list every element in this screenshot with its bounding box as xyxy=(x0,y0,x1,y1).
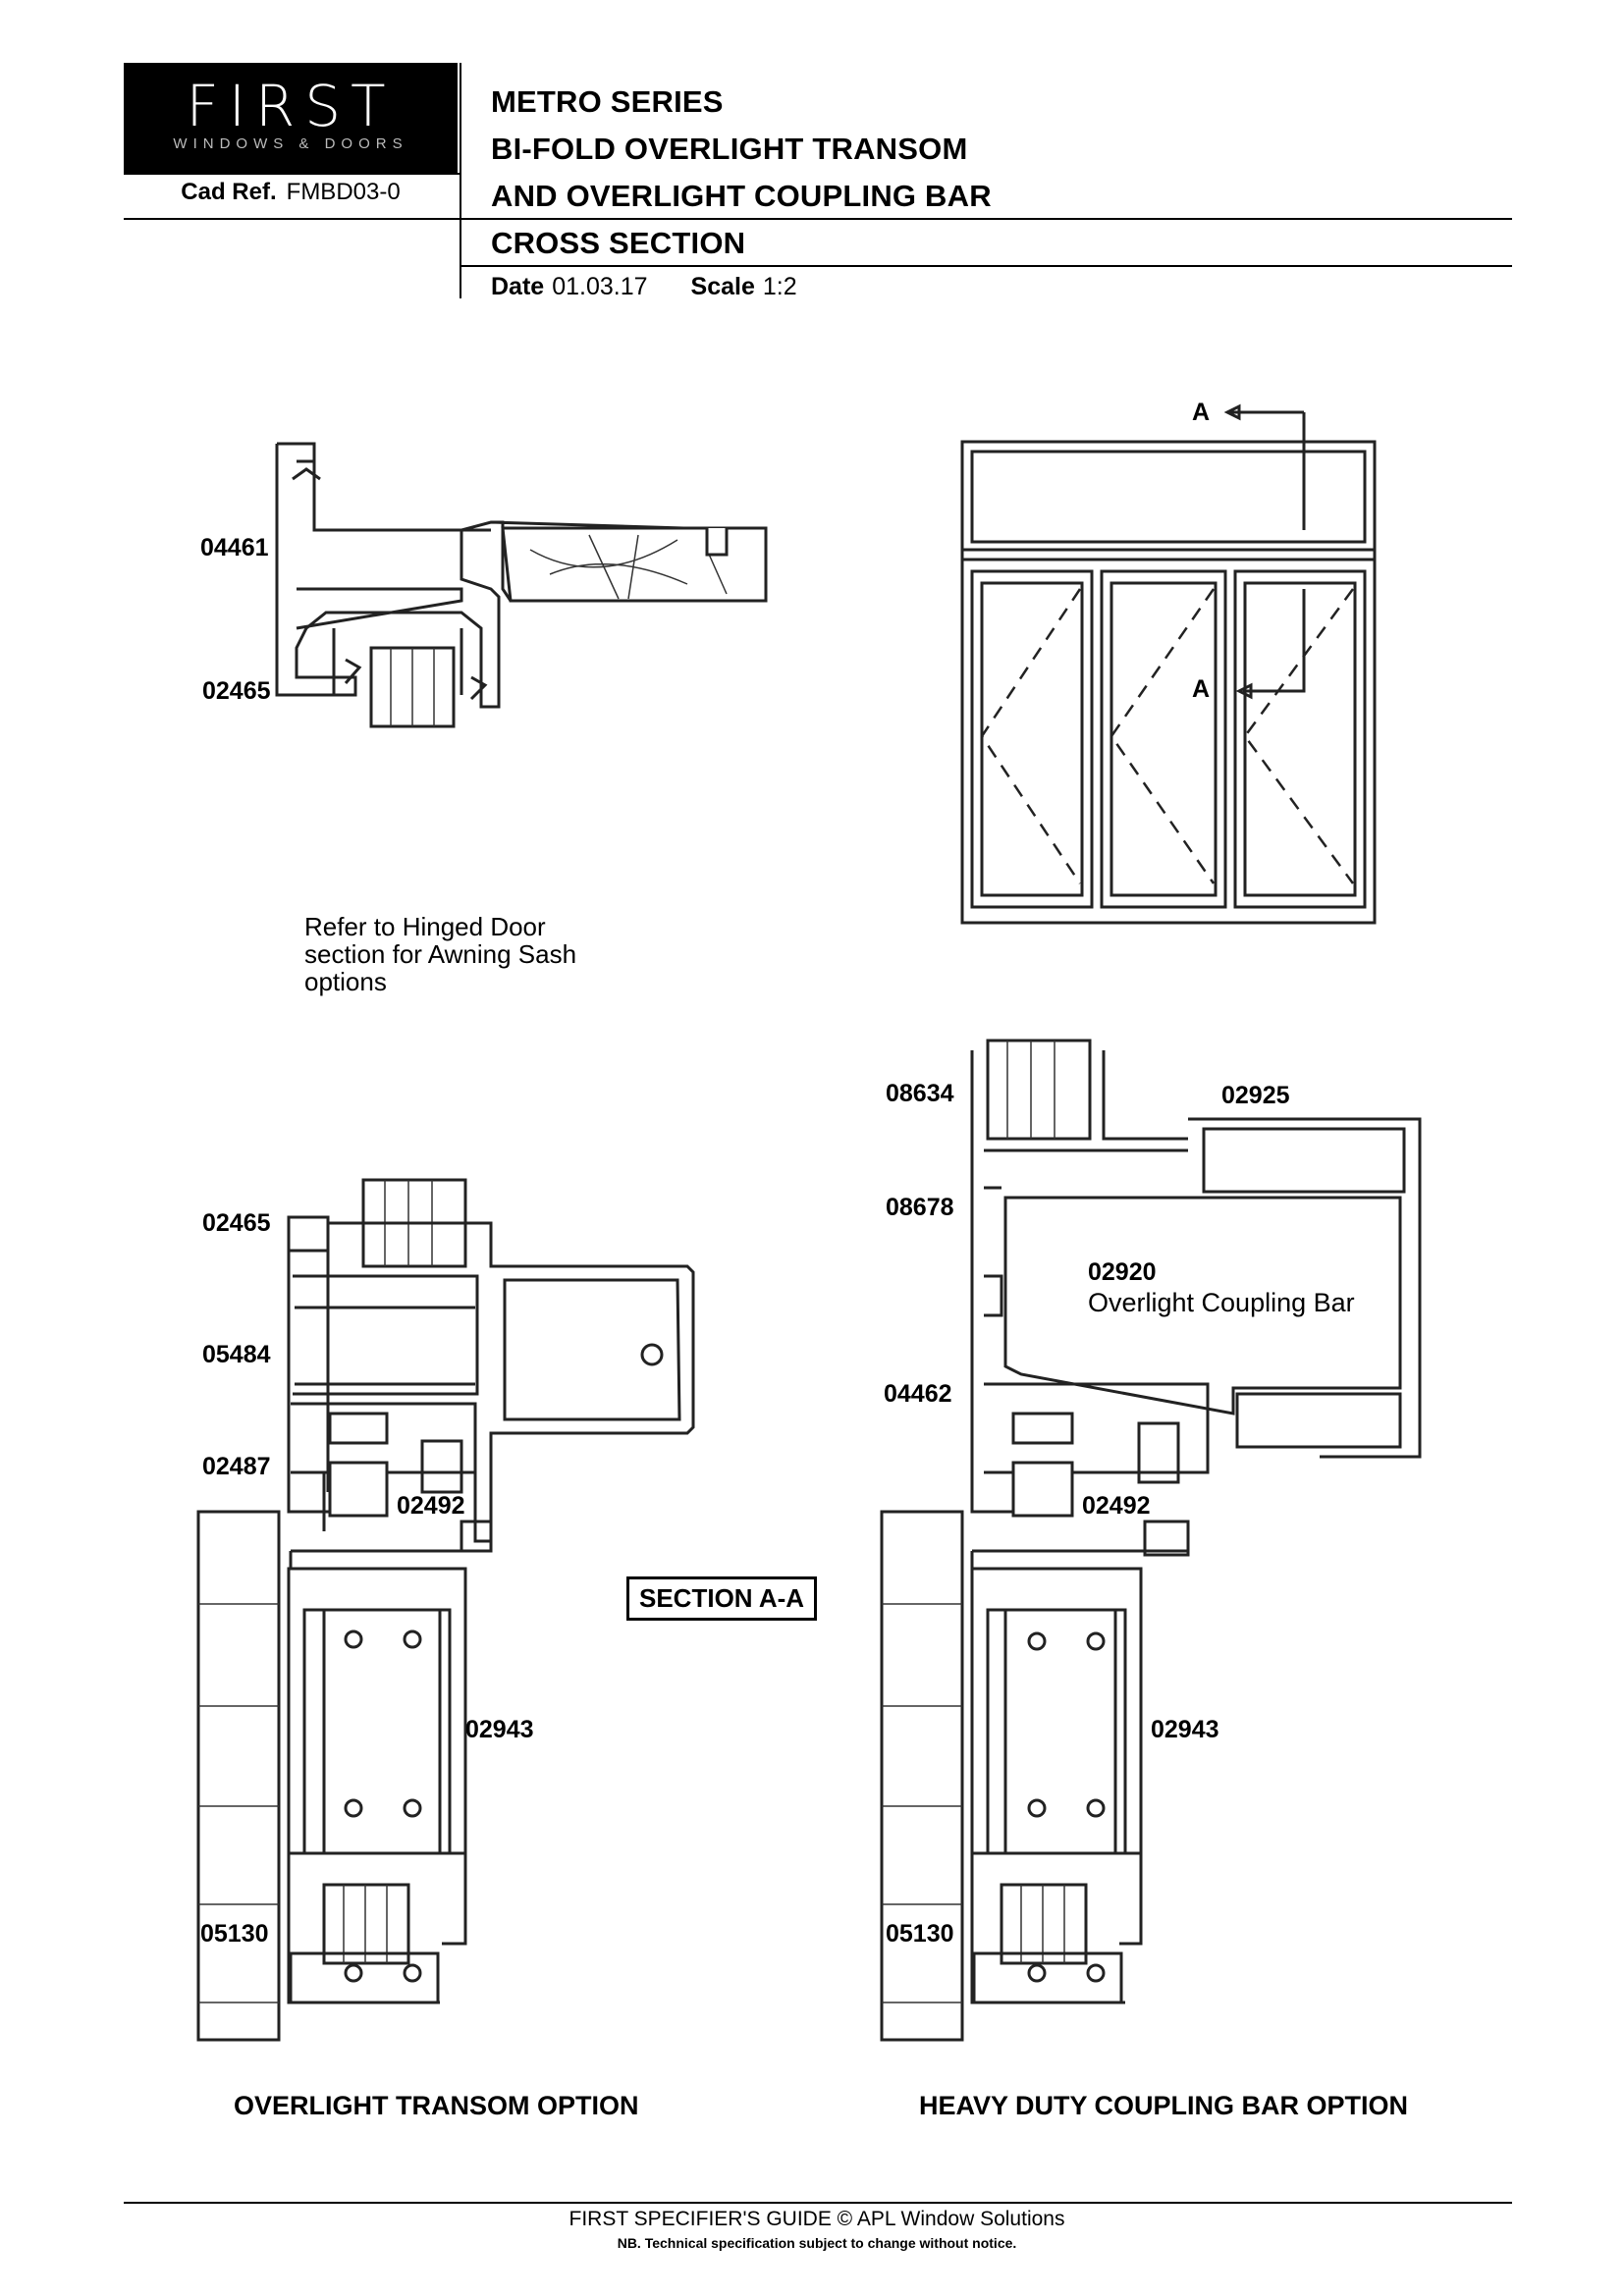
part-label-08634: 08634 xyxy=(886,1080,954,1107)
title-line-3: AND OVERLIGHT COUPLING BAR xyxy=(491,179,992,213)
cadref-bottom-rule xyxy=(124,218,460,220)
transom-option-caption: OVERLIGHT TRANSOM OPTION xyxy=(234,2091,639,2120)
logo-wordmark: FIRST xyxy=(186,73,396,139)
title-line-4: CROSS SECTION xyxy=(491,226,746,260)
awning-sash-note: Refer to Hinged Door section for Awning … xyxy=(304,912,577,996)
scale-value: 1:2 xyxy=(762,273,797,300)
part-label-04462: 04462 xyxy=(884,1380,952,1408)
part-label-02492-right: 02492 xyxy=(1082,1492,1151,1520)
part-label-05130-left: 05130 xyxy=(200,1920,269,1948)
scale-label: Scale xyxy=(690,273,755,300)
logo-divider xyxy=(124,173,460,175)
coupling-option-drawing xyxy=(880,1039,1422,2042)
coupling-option-caption: HEAVY DUTY COUPLING BAR OPTION xyxy=(919,2091,1409,2120)
first-logo: FIRST WINDOWS & DOORS xyxy=(124,63,458,173)
coupling-bar-name: Overlight Coupling Bar xyxy=(1088,1288,1355,1317)
part-label-05484: 05484 xyxy=(202,1341,271,1368)
part-label-02492-left: 02492 xyxy=(397,1492,465,1520)
date-value: 01.03.17 xyxy=(552,273,648,300)
footer-disclaimer: NB. Technical specification subject to c… xyxy=(617,2235,1017,2251)
header-vertical-rule xyxy=(460,63,461,298)
elevation-drawing xyxy=(960,403,1377,925)
part-label-02943-left: 02943 xyxy=(465,1716,534,1743)
part-label-04461: 04461 xyxy=(200,534,269,561)
part-label-02465: 02465 xyxy=(202,1209,271,1237)
part-label-02943-right: 02943 xyxy=(1151,1716,1219,1743)
section-marker-top: A xyxy=(1192,399,1211,426)
part-label-05130-right: 05130 xyxy=(886,1920,954,1948)
date-scale-line: Date 01.03.17 Scale 1:2 xyxy=(491,273,797,301)
transom-option-drawing xyxy=(196,1178,695,2042)
part-label-02465-top: 02465 xyxy=(202,677,271,705)
part-label-02487: 02487 xyxy=(202,1453,271,1480)
head-section-drawing xyxy=(275,442,768,728)
date-label: Date xyxy=(491,273,545,300)
cad-ref-label: Cad Ref. xyxy=(181,179,277,205)
section-a-a-label: SECTION A-A xyxy=(626,1576,818,1621)
title-rule-1 xyxy=(461,218,1512,220)
logo-tagline: WINDOWS & DOORS xyxy=(173,135,408,152)
part-label-02925: 02925 xyxy=(1221,1082,1290,1109)
cad-ref-value: FMBD03-0 xyxy=(286,179,401,205)
title-line-1: METRO SERIES xyxy=(491,84,724,119)
section-marker-bottom: A xyxy=(1192,675,1211,703)
part-label-02920: 02920 xyxy=(1088,1258,1157,1286)
cad-ref: Cad Ref. FMBD03-0 xyxy=(124,179,458,206)
title-rule-2 xyxy=(461,265,1512,267)
title-line-2: BI-FOLD OVERLIGHT TRANSOM xyxy=(491,132,968,166)
footer-copyright: FIRST SPECIFIER'S GUIDE © APL Window Sol… xyxy=(568,2208,1065,2230)
part-label-08678: 08678 xyxy=(886,1194,954,1221)
